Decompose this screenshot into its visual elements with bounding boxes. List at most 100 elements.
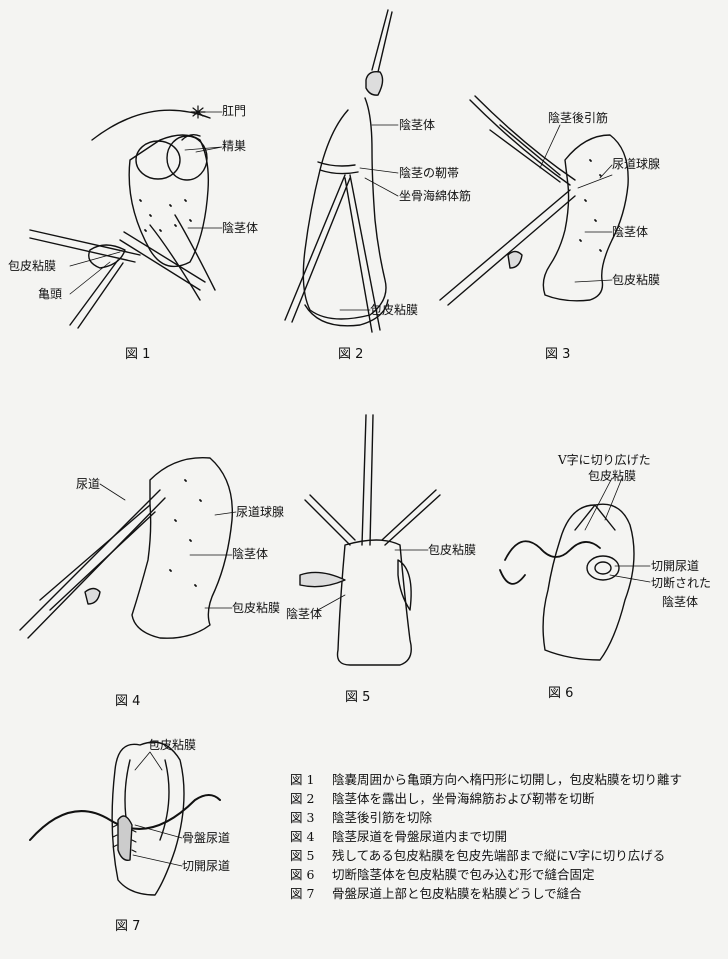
fig2-label-preputial-mucosa: 包皮粘膜 xyxy=(370,303,419,317)
fig2-caption: 図 2 xyxy=(338,347,364,362)
fig3-label-bulbourethral-gland: 尿道球腺 xyxy=(612,157,661,171)
legend-num: 図 2 xyxy=(290,791,315,806)
fig7-label-incised-urethra: 切開尿道 xyxy=(182,859,231,873)
fig7-mucosa-right xyxy=(159,759,170,841)
fig6-label-penis-body: 陰茎体 xyxy=(662,595,699,609)
legend-text: 陰嚢周囲から亀頭方向へ楕円形に切開し，包皮粘膜を切り離す xyxy=(332,772,683,787)
fig1-label-testis: 精巣 xyxy=(222,139,247,153)
fig3-label-retractor-muscle: 陰茎後引筋 xyxy=(548,111,609,125)
fig3-forceps xyxy=(439,189,576,306)
fig4-label-bulbourethral-gland: 尿道球腺 xyxy=(236,505,285,519)
fig3-clamp-piece xyxy=(507,250,523,269)
fig4-leader-lines xyxy=(99,483,237,609)
fig1-stipple xyxy=(139,199,192,232)
fig5-label-preputial-mucosa: 包皮粘膜 xyxy=(428,543,477,557)
fig2-needle xyxy=(371,9,393,73)
fig7-suture xyxy=(29,794,221,841)
fig5-retractor-left xyxy=(304,494,356,546)
figure-1-drawing xyxy=(29,105,223,329)
fig6-leader-lines xyxy=(584,477,651,583)
legend-num: 図 7 xyxy=(290,886,315,901)
fig5-penis-outline xyxy=(336,539,412,666)
fig5-flap-left xyxy=(299,571,346,588)
fig4-stipple xyxy=(169,479,202,587)
fig5-flap-right xyxy=(397,559,412,611)
fig5-needle xyxy=(361,414,374,546)
fig7-stitches xyxy=(112,824,137,853)
fig4-label-penis-body: 陰茎体 xyxy=(232,547,269,561)
fig1-caption: 図 1 xyxy=(125,347,151,362)
legend-num: 図 4 xyxy=(290,829,315,844)
fig3-label-preputial-mucosa: 包皮粘膜 xyxy=(612,273,661,287)
legend-row: 図 3 陰茎後引筋を切除 xyxy=(290,810,432,826)
fig7-caption: 図 7 xyxy=(115,919,141,934)
legend-num: 図 6 xyxy=(290,867,315,882)
fig3-scissors xyxy=(489,124,561,183)
fig1-label-glans: 亀頭 xyxy=(38,287,63,301)
fig4-penis-outline xyxy=(131,456,234,639)
figure-2-drawing xyxy=(284,9,399,333)
fig7-penis-outline xyxy=(111,741,185,896)
fig1-skin-flap xyxy=(181,133,201,141)
fig7-urethra xyxy=(117,815,133,861)
legend-row: 図 6 切断陰茎体を包皮粘膜で包み込む形で縫合固定 xyxy=(290,867,595,883)
fig1-label-penis-body: 陰茎体 xyxy=(222,221,259,235)
legend-text: 残してある包皮粘膜を包皮先端部まで縦にV字に切り広げる xyxy=(332,848,666,863)
fig6-label-preputial-mucosa: 包皮粘膜 xyxy=(588,469,637,483)
fig4-caption: 図 4 xyxy=(115,694,141,709)
fig6-label-incised-urethra: 切開尿道 xyxy=(651,559,700,573)
fig2-base xyxy=(304,299,389,327)
fig2-penis-outline xyxy=(302,97,387,320)
fig6-cut-penis xyxy=(594,561,612,575)
legend-num: 図 1 xyxy=(290,772,315,787)
legend-row: 図 2 陰茎体を露出し，坐骨海綿筋および靭帯を切断 xyxy=(290,791,595,807)
fig6-caption: 図 6 xyxy=(548,686,574,701)
fig5-label-penis-body: 陰茎体 xyxy=(286,607,323,621)
figure-3-drawing xyxy=(439,95,629,306)
fig5-leader-lines xyxy=(317,549,429,611)
fig3-stipple xyxy=(579,159,602,252)
fig7-label-preputial-mucosa: 包皮粘膜 xyxy=(148,738,197,752)
figure-7-drawing xyxy=(29,741,221,896)
fig2-leader-lines xyxy=(339,124,399,311)
fig2-label-penis-body: 陰茎体 xyxy=(399,118,436,132)
fig7-label-pelvic-urethra: 骨盤尿道 xyxy=(182,831,231,845)
fig1-leader-lines xyxy=(69,111,223,295)
fig6-incised-urethra xyxy=(586,555,620,581)
fig1-forceps-upper xyxy=(29,229,141,263)
legend-num: 図 5 xyxy=(290,848,315,863)
fig1-label-anus: 肛門 xyxy=(222,104,247,118)
legend-text: 陰茎後引筋を切除 xyxy=(332,810,433,825)
legend-text: 切断陰茎体を包皮粘膜で包み込む形で縫合固定 xyxy=(332,867,595,882)
fig1-incision-arc xyxy=(91,109,211,141)
fig4-label-preputial-mucosa: 包皮粘膜 xyxy=(232,601,281,615)
legend-text: 陰茎体を露出し，坐骨海綿筋および靭帯を切断 xyxy=(332,791,595,806)
figure-5-drawing xyxy=(299,414,441,666)
fig6-v-flap xyxy=(574,504,616,531)
fig1-forceps-lower xyxy=(69,259,124,329)
legend-num: 図 3 xyxy=(290,810,315,825)
fig5-retractor-right xyxy=(381,489,441,546)
fig3-penis-outline xyxy=(542,134,629,302)
fig6-label-cut: 切断された xyxy=(651,576,712,590)
fig2-needle-tip xyxy=(365,70,384,96)
fig6-penis-outline xyxy=(542,503,635,661)
fig4-urethra-tube xyxy=(19,489,166,639)
fig3-caption: 図 3 xyxy=(545,347,571,362)
fig2-label-ligament: 陰茎の靭帯 xyxy=(399,166,460,180)
fig1-testis-left xyxy=(135,140,181,180)
fig3-label-penis-body: 陰茎体 xyxy=(612,225,649,239)
legend-row: 図 1 陰嚢周囲から亀頭方向へ楕円形に切開し，包皮粘膜を切り離す xyxy=(290,772,682,788)
fig6-suture xyxy=(499,540,601,585)
fig1-clamp-right xyxy=(119,231,206,291)
fig1-testis-right xyxy=(166,135,208,181)
fig1-star-anus xyxy=(190,105,206,119)
fig5-caption: 図 5 xyxy=(345,690,371,705)
fig2-ligament xyxy=(317,161,359,175)
fig4-label-urethra: 尿道 xyxy=(76,477,101,491)
fig6-label-v-incision: V字に切り広げた xyxy=(558,453,651,467)
fig1-label-preputial-mucosa: 包皮粘膜 xyxy=(8,259,57,273)
fig4-clamp-piece xyxy=(84,587,101,605)
